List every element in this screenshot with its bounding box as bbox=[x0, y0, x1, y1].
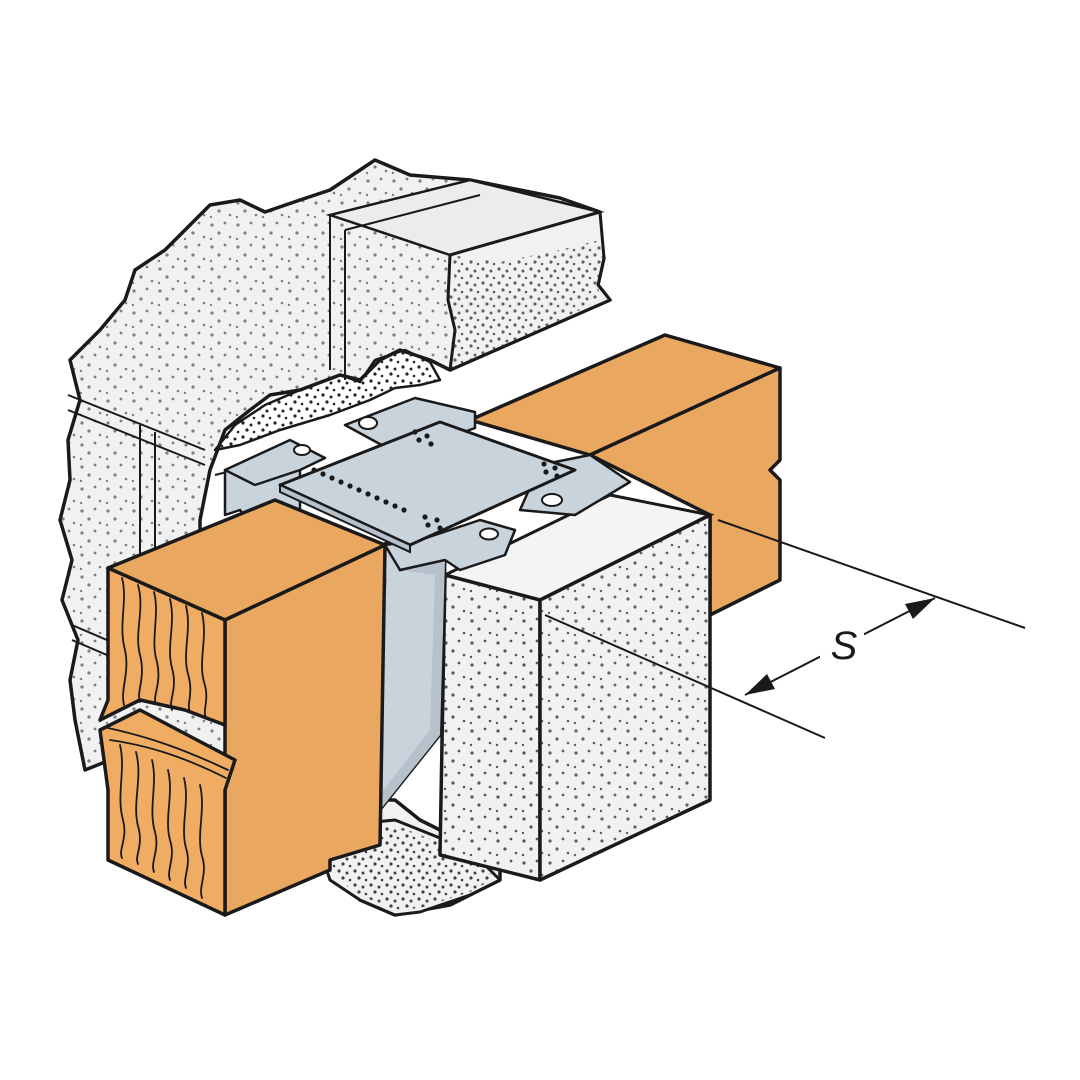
mortar-joint bbox=[67, 409, 206, 466]
hanger-top-flange bbox=[223, 396, 632, 572]
dimension-s: S bbox=[544, 519, 1026, 739]
anchor-hole bbox=[479, 527, 499, 541]
pier-front-texture bbox=[440, 575, 540, 880]
mortar-joint bbox=[344, 194, 481, 231]
wood-grain bbox=[107, 577, 229, 899]
masonry-pier bbox=[438, 493, 715, 882]
front-joist bbox=[98, 498, 387, 917]
extension-line bbox=[544, 614, 826, 739]
pier-side-texture bbox=[540, 515, 710, 880]
front-joist-end-upper bbox=[98, 566, 227, 727]
extension-line bbox=[717, 519, 1026, 629]
anchor-hole bbox=[293, 444, 311, 456]
mortar-joint bbox=[67, 394, 206, 451]
dimension-label: S bbox=[831, 624, 858, 668]
nail-holes bbox=[311, 429, 560, 531]
wall-top-block-broken-end bbox=[448, 240, 604, 370]
anchor-hole bbox=[358, 416, 378, 430]
arrowhead bbox=[745, 674, 775, 695]
anchor-hole bbox=[541, 493, 563, 507]
label-bg bbox=[820, 620, 864, 664]
front-joist-end-lower bbox=[98, 708, 237, 917]
top-plate-edge bbox=[279, 483, 411, 554]
wall-broken-ledge bbox=[213, 348, 442, 452]
mortar-joint bbox=[329, 179, 471, 216]
arrowhead bbox=[905, 598, 935, 619]
